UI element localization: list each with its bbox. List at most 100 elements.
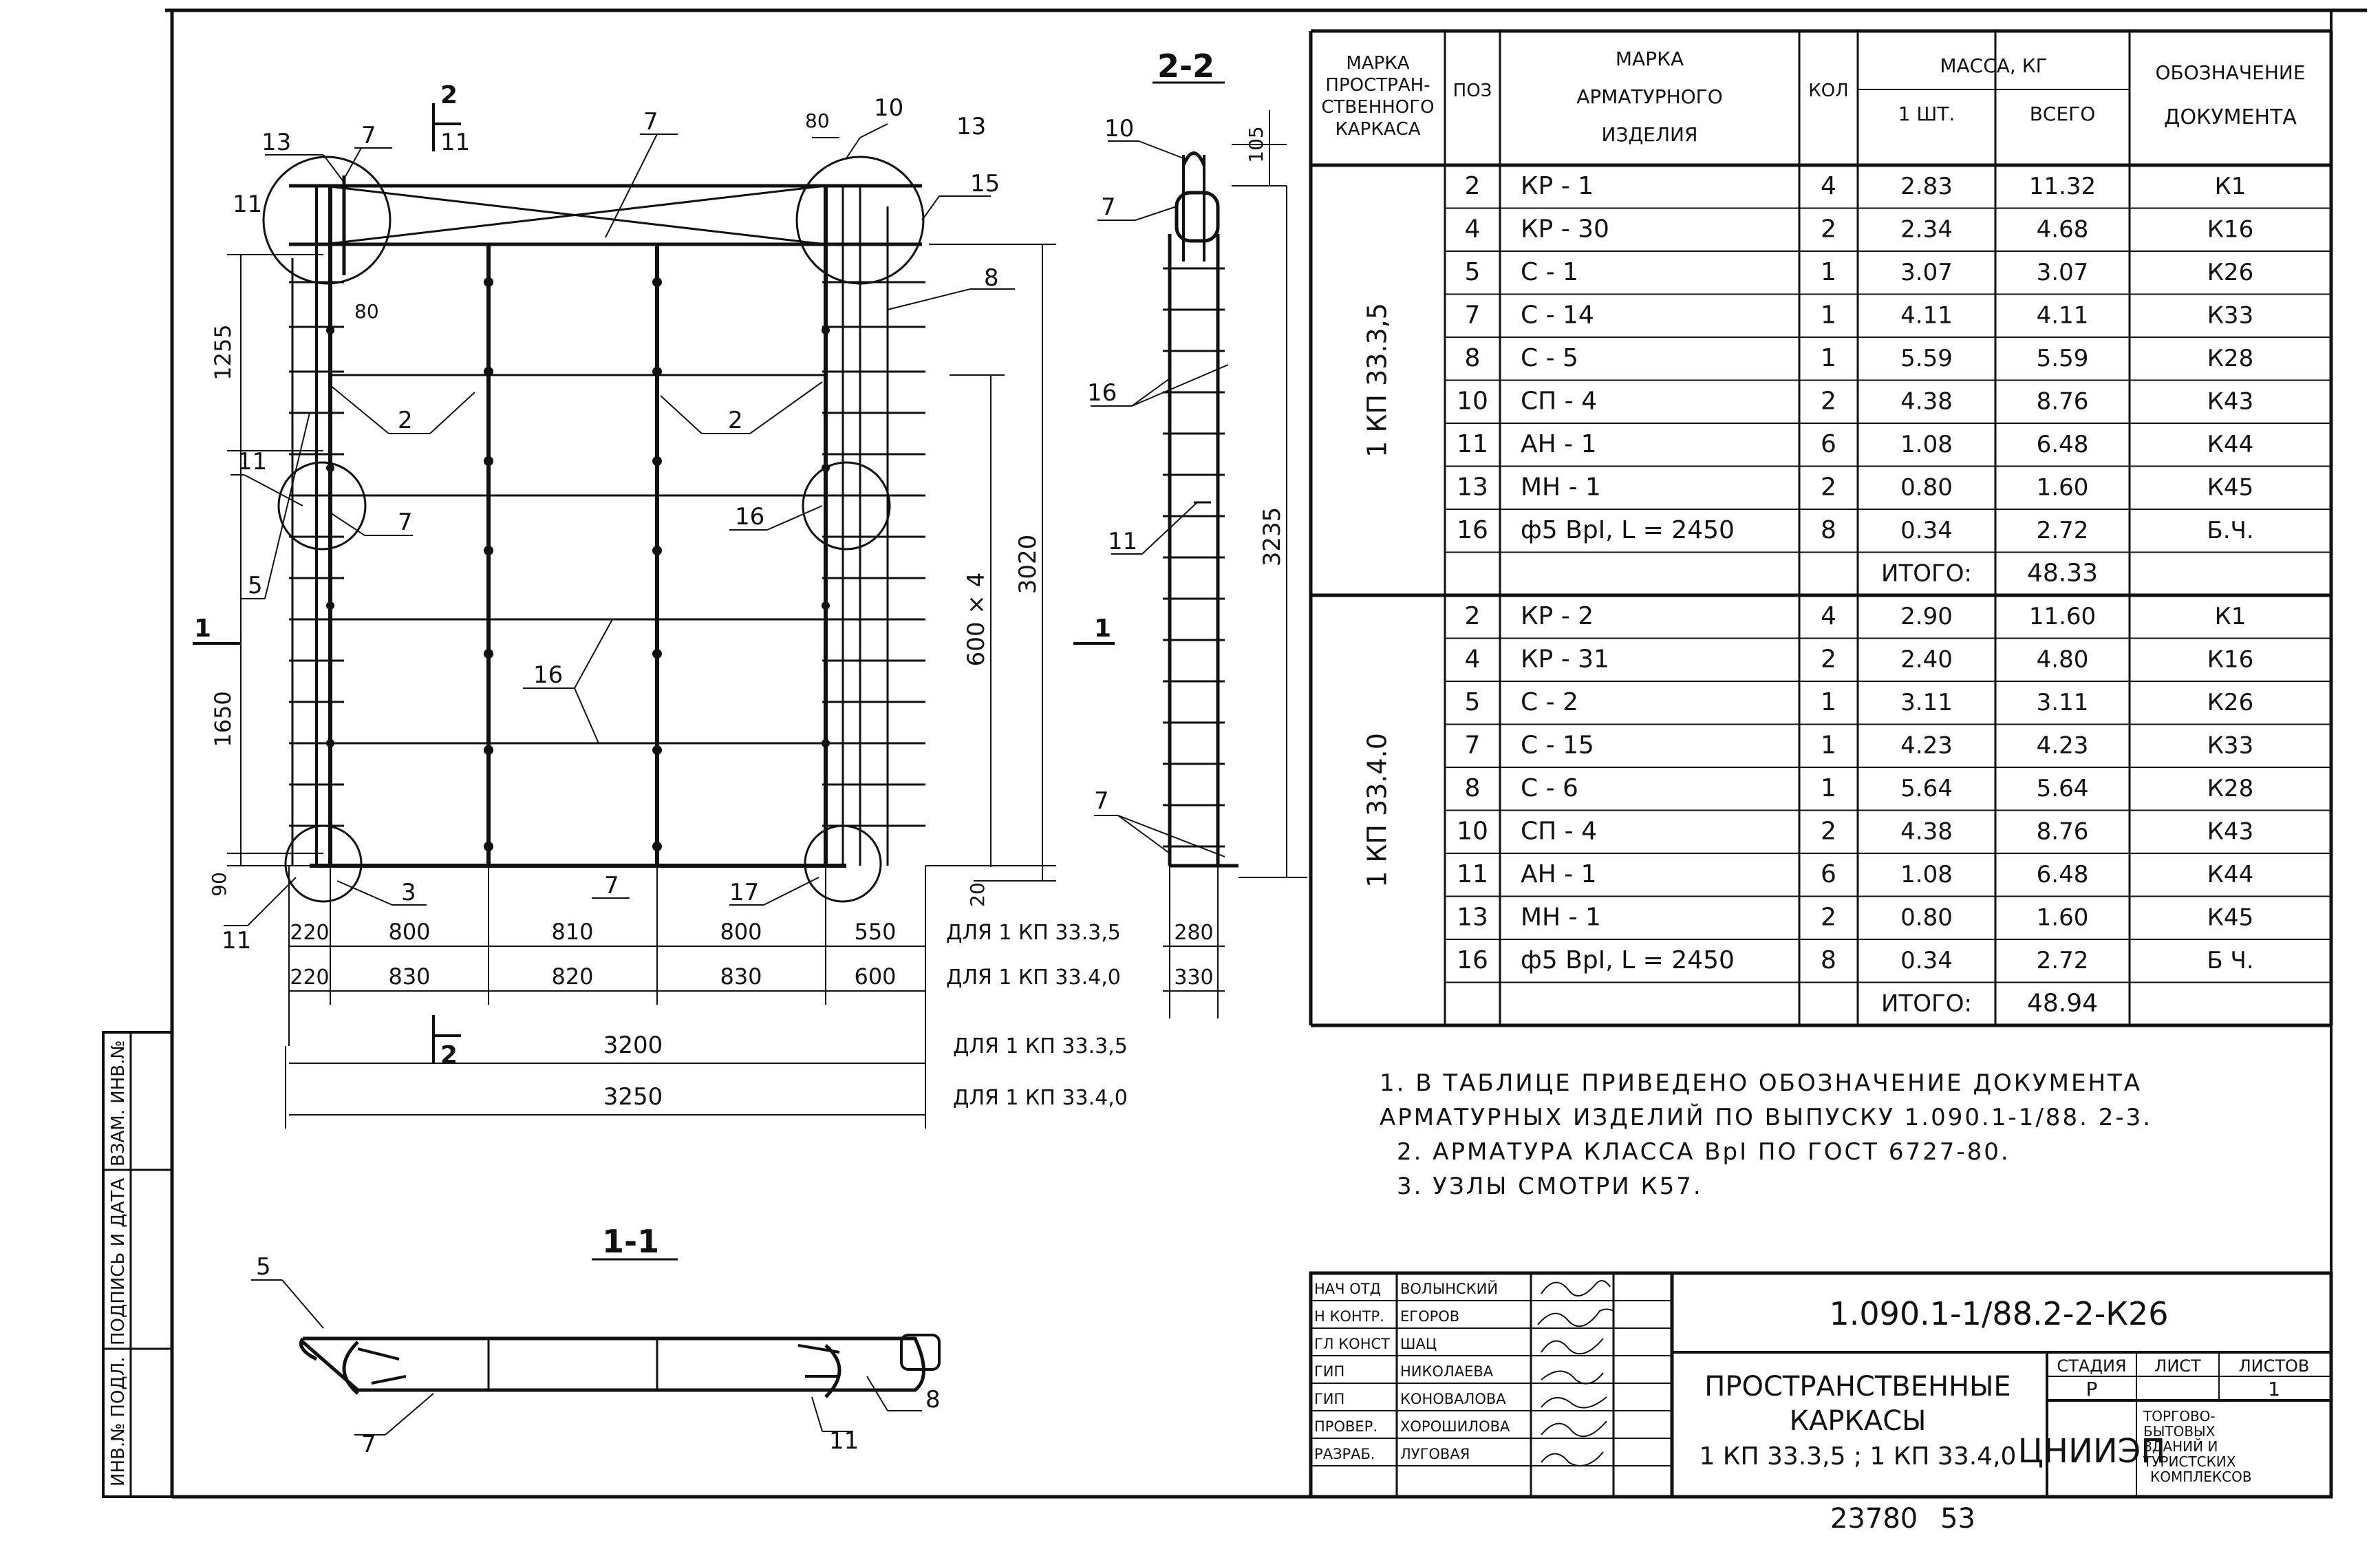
table-cell-pos: 11 — [1457, 430, 1488, 458]
table-cell-mark: ф5 ВрI, L = 2450 — [1521, 946, 1735, 974]
section-1-1-title: 1-1 — [602, 1223, 659, 1260]
table-cell-doc: К16 — [2207, 216, 2253, 244]
dim-row-b-side: 330 — [1174, 965, 1213, 990]
table-cell-doc: Б.Ч. — [2207, 517, 2253, 544]
notes: 1. В ТАБЛИЦЕ ПРИВЕДЕНО ОБОЗНАЧЕНИЕ ДОКУМ… — [1380, 1069, 2152, 1200]
callout-10-s22: 10 — [1104, 115, 1134, 142]
table-header-mark-item-1: АРМАТУРНОГО — [1576, 85, 1723, 108]
stage-header: СТАДИЯ — [2057, 1356, 2126, 1376]
doc-code: 1.090.1-1/88.2-2-К26 — [1829, 1295, 2168, 1332]
table-cell-qty: 2 — [1821, 904, 1836, 932]
callout-5-left: 5 — [248, 572, 263, 599]
callout-13-right: 13 — [956, 113, 986, 140]
callout-7-mid: 7 — [398, 509, 413, 536]
sheets-header: ЛИСТОВ — [2239, 1356, 2310, 1376]
dim-row-a-1: 220 — [290, 921, 329, 945]
table-header-mark-item-0: МАРКА — [1616, 47, 1684, 70]
stamp-name-2: ШАЦ — [1400, 1336, 1437, 1352]
table-cell-mass-total: 4.11 — [2037, 302, 2089, 330]
note-line-1: 1. В ТАБЛИЦЕ ПРИВЕДЕНО ОБОЗНАЧЕНИЕ ДОКУМ… — [1380, 1069, 2142, 1097]
dim-1650: 1650 — [210, 691, 236, 747]
table-cell-doc: К45 — [2207, 474, 2253, 502]
stage-value: Р — [2086, 1378, 2098, 1400]
table-cell-mark: КР - 2 — [1521, 602, 1594, 630]
callout-2-right: 2 — [728, 407, 743, 434]
table-cell-pos: 2 — [1465, 172, 1481, 200]
table-total-label-0: ИТОГО: — [1881, 560, 1972, 588]
table-cell-mass-total: 6.48 — [2037, 861, 2089, 888]
dim-row-b-4: 830 — [720, 963, 762, 990]
table-cell-doc: К43 — [2207, 818, 2253, 846]
table-cell-qty: 4 — [1821, 602, 1836, 630]
table-cell-mass-one: 0.34 — [1900, 517, 1953, 544]
dim-total-b: 3250 — [603, 1083, 663, 1111]
dim-600x4: 600 × 4 — [963, 573, 990, 667]
dim-row-a-4: 800 — [720, 919, 762, 945]
table-cell-pos: 16 — [1457, 946, 1488, 974]
dim-20: 20 — [966, 882, 989, 907]
table-cell-qty: 8 — [1821, 946, 1836, 974]
table-cell-doc: К1 — [2215, 603, 2247, 630]
stamp-name-6: ЛУГОВАЯ — [1400, 1446, 1470, 1462]
table-cell-mass-total: 4.80 — [2037, 646, 2089, 674]
dim-80-left: 80 — [354, 300, 379, 323]
table-cell-mass-one: 4.38 — [1900, 388, 1953, 416]
table-cell-pos: 7 — [1465, 732, 1481, 760]
table-header-pos: ПОЗ — [1453, 81, 1492, 101]
table-cell-mass-total: 4.68 — [2037, 216, 2089, 244]
table-header-doc-0: ОБОЗНАЧЕНИЕ — [2155, 61, 2305, 84]
org-desc-3: ЗДАНИЙ И — [2143, 1438, 2218, 1455]
table-header-mass-one: 1 ШТ. — [1898, 103, 1955, 125]
dim-row-b-label: ДЛЯ 1 КП 33.4,0 — [946, 965, 1121, 990]
table-cell-doc: К33 — [2207, 732, 2253, 760]
table-cell-qty: 2 — [1821, 473, 1836, 502]
dim-row-b-5: 600 — [854, 963, 896, 990]
dim-row-a-side: 280 — [1174, 921, 1213, 945]
sheet-header: ЛИСТ — [2154, 1356, 2201, 1376]
callout-10-top: 10 — [874, 94, 903, 122]
dim-3020: 3020 — [1014, 535, 1042, 595]
table-cell-mass-total: 2.72 — [2037, 947, 2089, 974]
table-cell-mass-total: 4.23 — [2037, 732, 2089, 760]
side-label-inv-orig: ИНВ.№ ПОДЛ. — [108, 1356, 129, 1486]
table-cell-qty: 8 — [1821, 516, 1836, 544]
table-cell-mass-one: 4.38 — [1900, 818, 1953, 846]
callout-11-s11: 11 — [829, 1427, 859, 1455]
stamp-role-6: РАЗРАБ. — [1314, 1446, 1375, 1462]
table-cell-mark: ф5 ВрI, L = 2450 — [1521, 516, 1735, 544]
table-cell-doc: К44 — [2207, 861, 2253, 888]
note-line-2: АРМАТУРНЫХ ИЗДЕЛИЙ ПО ВЫПУСКУ 1.090.1-1/… — [1380, 1103, 2152, 1131]
dim-3235: 3235 — [1258, 507, 1286, 567]
stamp-name-0: ВОЛЫНСКИЙ — [1400, 1280, 1498, 1297]
table-cell-pos: 8 — [1465, 344, 1481, 372]
org-name: ЦНИИЭП — [2018, 1432, 2166, 1471]
dim-row-b-1: 220 — [290, 965, 329, 990]
table-cell-mark: АН - 1 — [1521, 860, 1596, 888]
table-cell-mark: СП - 4 — [1521, 818, 1597, 846]
title-line-1: ПРОСТРАНСТВЕННЫЕ — [1704, 1371, 2011, 1402]
title-line-3: 1 КП 33.3,5 ; 1 КП 33.4,0 — [1700, 1442, 2017, 1471]
side-label-sign-date: ПОДПИСЬ И ДАТА — [108, 1178, 129, 1345]
stamp-role-4: ГИП — [1314, 1391, 1344, 1407]
table-cell-doc: К33 — [2207, 302, 2253, 330]
table-cell-mass-one: 3.11 — [1900, 689, 1953, 716]
table-cell-mark: С - 6 — [1521, 774, 1578, 802]
table-cell-qty: 6 — [1821, 430, 1836, 458]
table-cell-mass-total: 8.76 — [2037, 388, 2089, 416]
table-cell-pos: 13 — [1457, 473, 1488, 502]
table-cell-mark: АН - 1 — [1521, 430, 1596, 458]
table-cell-mark: С - 2 — [1521, 688, 1578, 716]
org-desc-1: ТОРГОВО- — [2143, 1408, 2216, 1424]
table-cell-qty: 2 — [1821, 818, 1836, 846]
callout-3: 3 — [401, 879, 416, 906]
front-view — [193, 103, 1115, 1129]
callout-11-mid: 11 — [237, 448, 267, 476]
table-cell-qty: 1 — [1821, 301, 1836, 330]
table-header-mark-frame-2: СТВЕННОГО — [1321, 97, 1434, 118]
table-cell-doc: К28 — [2207, 775, 2253, 802]
table-cell-pos: 13 — [1457, 904, 1488, 932]
callout-4-bottom: 7 — [604, 872, 619, 899]
side-strip: ИНВ.№ ПОДЛ. ПОДПИСЬ И ДАТА ВЗАМ. ИНВ.№ — [102, 1031, 173, 1498]
callout-4-s11: 7 — [361, 1431, 376, 1458]
table-cell-mass-one: 0.80 — [1900, 904, 1953, 932]
